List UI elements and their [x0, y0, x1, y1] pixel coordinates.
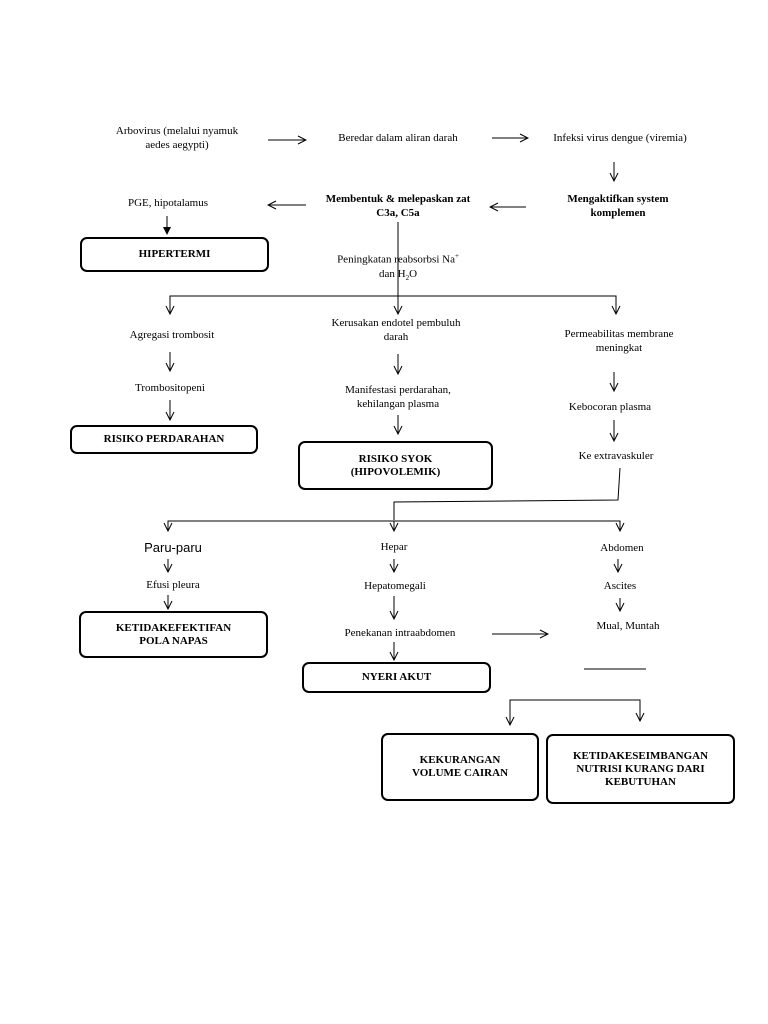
- node-ascites: Ascites: [603, 580, 637, 592]
- peningkatan-text-2a: dan H: [378, 267, 406, 280]
- diagnosis-nutrisi-label: KETIDAKESEIMBANGAN NUTRISI KURANG DARI K…: [572, 749, 709, 788]
- node-efusi: Efusi pleura: [146, 579, 200, 591]
- node-abdomen: Abdomen: [600, 542, 644, 554]
- node-arbovirus: Arbovirus (melalui nyamuk aedes aegypti): [115, 125, 239, 151]
- branch-bar-3: [509, 699, 641, 724]
- diagnosis-volume-cairan-label: KEKURANGAN VOLUME CAIRAN: [411, 754, 509, 779]
- diagnosis-risiko-perdarahan-label: RISIKO PERDARAHAN: [103, 433, 225, 445]
- diagnosis-volume-cairan: KEKURANGAN VOLUME CAIRAN: [381, 733, 539, 801]
- connector-extravaskuler: [393, 467, 621, 520]
- diagnosis-hipertermi: HIPERTERMI: [80, 237, 269, 272]
- node-penekanan: Penekanan intraabdomen: [344, 627, 456, 639]
- diagnosis-nyeri-akut: NYERI AKUT: [302, 662, 491, 693]
- node-kerusakan: Kerusakan endotel pembuluh darah: [331, 317, 461, 343]
- node-extravaskuler: Ke extravaskuler: [578, 450, 654, 462]
- diagnosis-nyeri-akut-label: NYERI AKUT: [361, 671, 432, 683]
- node-hepatomegali: Hepatomegali: [364, 580, 426, 592]
- node-beredar: Beredar dalam aliran darah: [338, 132, 458, 144]
- peningkatan-text-2b: O: [409, 267, 418, 280]
- node-infeksi: Infeksi virus dengue (viremia): [553, 132, 687, 144]
- peningkatan-sub: 2: [405, 273, 410, 282]
- node-agregasi: Agregasi trombosit: [129, 329, 215, 341]
- node-permeabilitas: Permeabilitas membrane meningkat: [564, 328, 674, 354]
- peningkatan-sup: +: [454, 252, 459, 260]
- diagnosis-risiko-perdarahan: RISIKO PERDARAHAN: [70, 425, 258, 454]
- peningkatan-text: Peningkatan reabsorbsi Na: [337, 253, 455, 266]
- node-trombositopeni: Trombositopeni: [135, 382, 205, 394]
- branch-bar-1: [169, 295, 617, 313]
- diagnosis-pola-napas: KETIDAKEFEKTIFAN POLA NAPAS: [79, 611, 268, 658]
- diagnosis-risiko-syok: RISIKO SYOK (HIPOVOLEMIK): [298, 441, 493, 490]
- diagnosis-hipertermi-label: HIPERTERMI: [138, 248, 211, 260]
- node-manifestasi: Manifestasi perdarahan, kehilangan plasm…: [345, 384, 451, 410]
- node-membentuk: Membentuk & melepaskan zat C3a, C5a: [325, 193, 471, 219]
- node-pge: PGE, hipotalamus: [127, 197, 209, 209]
- node-paru: Paru-paru: [144, 540, 202, 555]
- node-hepar: Hepar: [380, 541, 408, 553]
- diagnosis-risiko-syok-label: RISIKO SYOK (HIPOVOLEMIK): [350, 452, 441, 478]
- node-peningkatan: Peningkatan reabsorbsi Na+ dan H2O: [308, 249, 488, 285]
- node-mengaktifkan: Mengaktifkan system komplemen: [567, 193, 669, 219]
- node-mual: Mual, Muntah: [596, 620, 660, 632]
- diagnosis-nutrisi: KETIDAKESEIMBANGAN NUTRISI KURANG DARI K…: [546, 734, 735, 804]
- diagnosis-pola-napas-label: KETIDAKEFEKTIFAN POLA NAPAS: [115, 621, 232, 647]
- node-kebocoran: Kebocoran plasma: [568, 401, 652, 413]
